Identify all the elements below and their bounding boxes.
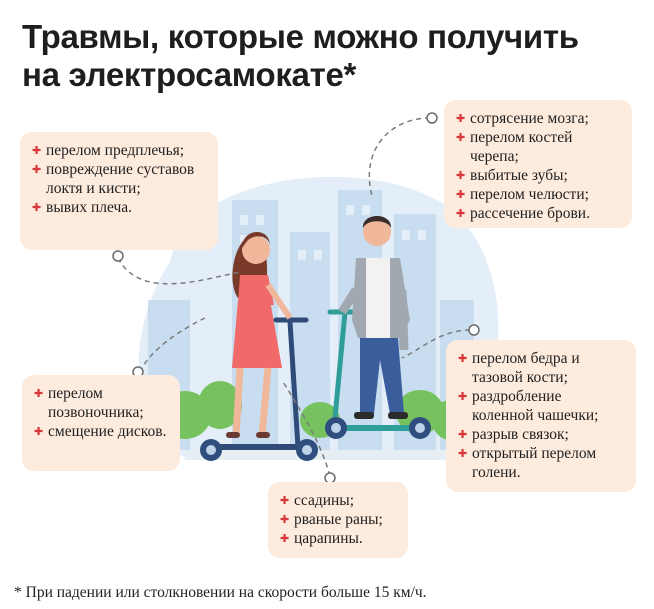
woman-scooter <box>200 317 318 461</box>
injury-item: рваные раны; <box>280 510 398 529</box>
injury-box-head: сотрясение мозга; перелом костей черепа;… <box>444 100 632 228</box>
connector-endpoints <box>112 112 480 484</box>
injury-item: перелом бедра и тазовой кости; <box>458 349 626 387</box>
injury-item: перелом предплечья; <box>32 141 208 160</box>
injury-item: сотрясение мозга; <box>456 109 622 128</box>
ground <box>185 450 475 460</box>
injury-box-legs: перелом бедра и тазовой кости; раздробле… <box>446 340 636 492</box>
title-line-1: Травмы, которые можно получить <box>22 18 579 55</box>
injury-item: выбитые зубы; <box>456 166 622 185</box>
injury-box-forearm: перелом предплечья; повреждение суставов… <box>20 132 218 250</box>
injury-item: раздробление коленной чашечки; <box>458 387 626 425</box>
injury-item: перелом костей черепа; <box>456 128 622 166</box>
injury-item: ссадины; <box>280 491 398 510</box>
injury-item: рассечение брови. <box>456 204 622 223</box>
page-title: Травмы, которые можно получить на электр… <box>22 18 642 94</box>
injury-item: повреждение суставов локтя и кисти; <box>32 160 208 198</box>
man-scooter <box>325 309 431 439</box>
injury-box-spine: перелом позвоночника; смещение дисков. <box>22 375 180 471</box>
injury-box-skin: ссадины; рваные раны; царапины. <box>268 482 408 558</box>
woman-figure <box>226 231 293 438</box>
injury-item: открытый перелом голени. <box>458 444 626 482</box>
injury-item: царапины. <box>280 529 398 548</box>
title-line-2: на электросамокате* <box>22 56 357 93</box>
man-figure <box>338 216 410 419</box>
connectors <box>117 117 471 477</box>
injury-item: разрыв связок; <box>458 425 626 444</box>
injury-item: вывих плеча. <box>32 198 208 217</box>
injury-item: смещение дисков. <box>34 422 170 441</box>
injury-item: перелом челюсти; <box>456 185 622 204</box>
injury-item: перелом позвоночника; <box>34 384 170 422</box>
footnote: * При падении или столкновении на скорос… <box>14 584 427 601</box>
